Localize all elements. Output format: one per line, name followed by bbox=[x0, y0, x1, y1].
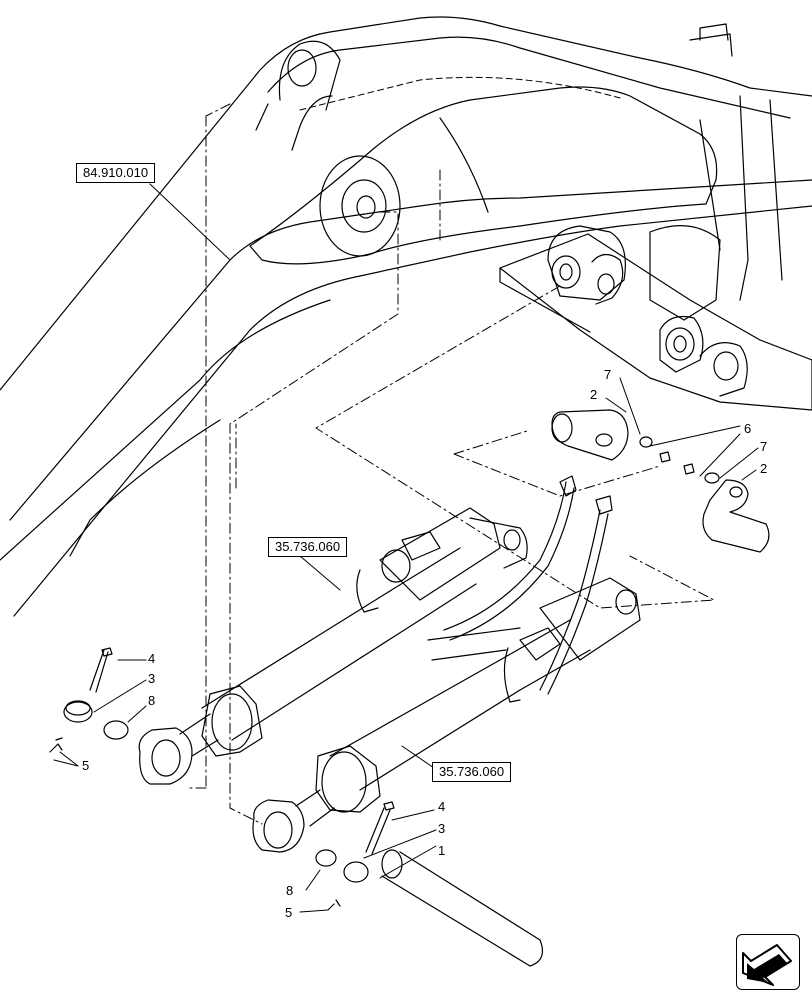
pin-2-upper bbox=[551, 409, 629, 461]
screw-6-a bbox=[659, 451, 671, 463]
callout-3-left: 3 bbox=[148, 671, 156, 686]
callout-5-right: 5 bbox=[285, 905, 293, 920]
callout-2-upper: 2 bbox=[590, 387, 598, 402]
callout-2-lower: 2 bbox=[760, 461, 768, 476]
callout-8-right: 8 bbox=[286, 883, 294, 898]
grease-5-left bbox=[49, 737, 63, 753]
collar-3-left bbox=[63, 701, 93, 723]
washer-7-a bbox=[639, 436, 653, 448]
hydraulic-cylinder-upper bbox=[138, 507, 528, 785]
collar-3-right bbox=[343, 861, 369, 883]
grease-5-right bbox=[327, 899, 341, 911]
ring-8-left bbox=[103, 720, 129, 740]
reference-cylinder-lower[interactable]: 35.736.060 bbox=[432, 762, 512, 782]
callout-8-left: 8 bbox=[148, 693, 156, 708]
reference-boom[interactable]: 84.910.010 bbox=[76, 163, 156, 183]
pin-2-lower bbox=[702, 479, 770, 553]
assembly-leaders bbox=[185, 103, 715, 825]
pin-1 bbox=[381, 849, 543, 967]
callout-3-right: 3 bbox=[438, 821, 446, 836]
callout-leaders bbox=[53, 183, 759, 913]
washer-7-b bbox=[704, 472, 720, 484]
screw-6-b bbox=[683, 463, 695, 475]
callout-7-upper: 7 bbox=[604, 367, 612, 382]
boom-arm bbox=[0, 16, 812, 617]
callout-7-lower: 7 bbox=[760, 439, 768, 454]
hydraulic-cylinder-lower bbox=[252, 577, 641, 853]
navigate-back-button[interactable] bbox=[736, 934, 800, 990]
arrow-down-left-icon bbox=[742, 944, 792, 986]
callout-4-right: 4 bbox=[438, 799, 446, 814]
bolt-4-right bbox=[365, 807, 391, 855]
hydraulic-hoses bbox=[443, 475, 613, 695]
callout-4-left: 4 bbox=[148, 651, 156, 666]
callout-6: 6 bbox=[744, 421, 752, 436]
reference-cylinder-upper[interactable]: 35.736.060 bbox=[268, 537, 348, 557]
ring-8-right bbox=[315, 849, 337, 867]
callout-5-left: 5 bbox=[82, 758, 90, 773]
callout-1: 1 bbox=[438, 843, 446, 858]
bolt-4-left bbox=[89, 649, 109, 693]
